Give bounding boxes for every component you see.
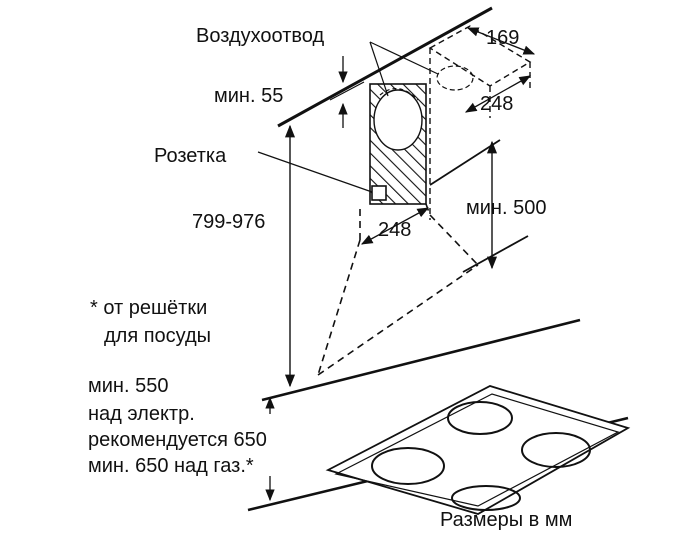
label-air-outlet: Воздухоотвод: [196, 25, 324, 47]
burner-3: [371, 447, 445, 485]
hood-bottom-line: [429, 139, 501, 186]
air-outlet-pointer-b: [369, 41, 439, 75]
label-socket: Розетка: [154, 145, 227, 167]
dim-248-top-line: [464, 75, 532, 113]
label-min550-line1: мин. 550: [88, 375, 168, 397]
socket-box: [371, 185, 387, 201]
air-outlet-circle: [373, 89, 423, 151]
burner-1: [447, 401, 513, 435]
duct-box-hole: [436, 65, 474, 91]
label-height-range: 799-976: [192, 211, 265, 233]
burner-4: [451, 485, 521, 511]
label-min-500: мин. 500: [466, 197, 546, 219]
ceiling-line: [277, 6, 493, 128]
air-outlet-arc: [379, 88, 419, 101]
dim-min55-ext: [329, 81, 365, 101]
socket-pointer: [257, 151, 373, 193]
hood-lower-edge: [317, 264, 479, 376]
label-units: Размеры в мм: [440, 509, 572, 531]
hood-reference-line: [261, 318, 581, 402]
air-outlet-pointer-a: [369, 41, 389, 97]
dim-169-line: [466, 27, 536, 55]
reference-line-mid: [462, 235, 529, 273]
hob-surface: [325, 385, 631, 515]
label-note-line1: * от решётки: [90, 297, 207, 319]
label-min550-line2: над электр.: [88, 403, 195, 425]
duct-box-dashed: [428, 25, 532, 220]
label-min-55: мин. 55: [214, 85, 283, 107]
hob-inner-edge: [334, 393, 620, 507]
label-dim-248-bottom: 248: [378, 219, 411, 241]
label-note-line2: для посуды: [104, 325, 211, 347]
burner-2: [521, 432, 591, 468]
label-min550-line3: рекомендуется 650: [88, 429, 267, 451]
label-dim-169: 169: [486, 27, 519, 49]
label-dim-248-top: 248: [480, 93, 513, 115]
label-min550-line4: мин. 650 над газ.*: [88, 455, 254, 477]
dim-248-bottom-line: [360, 207, 430, 245]
